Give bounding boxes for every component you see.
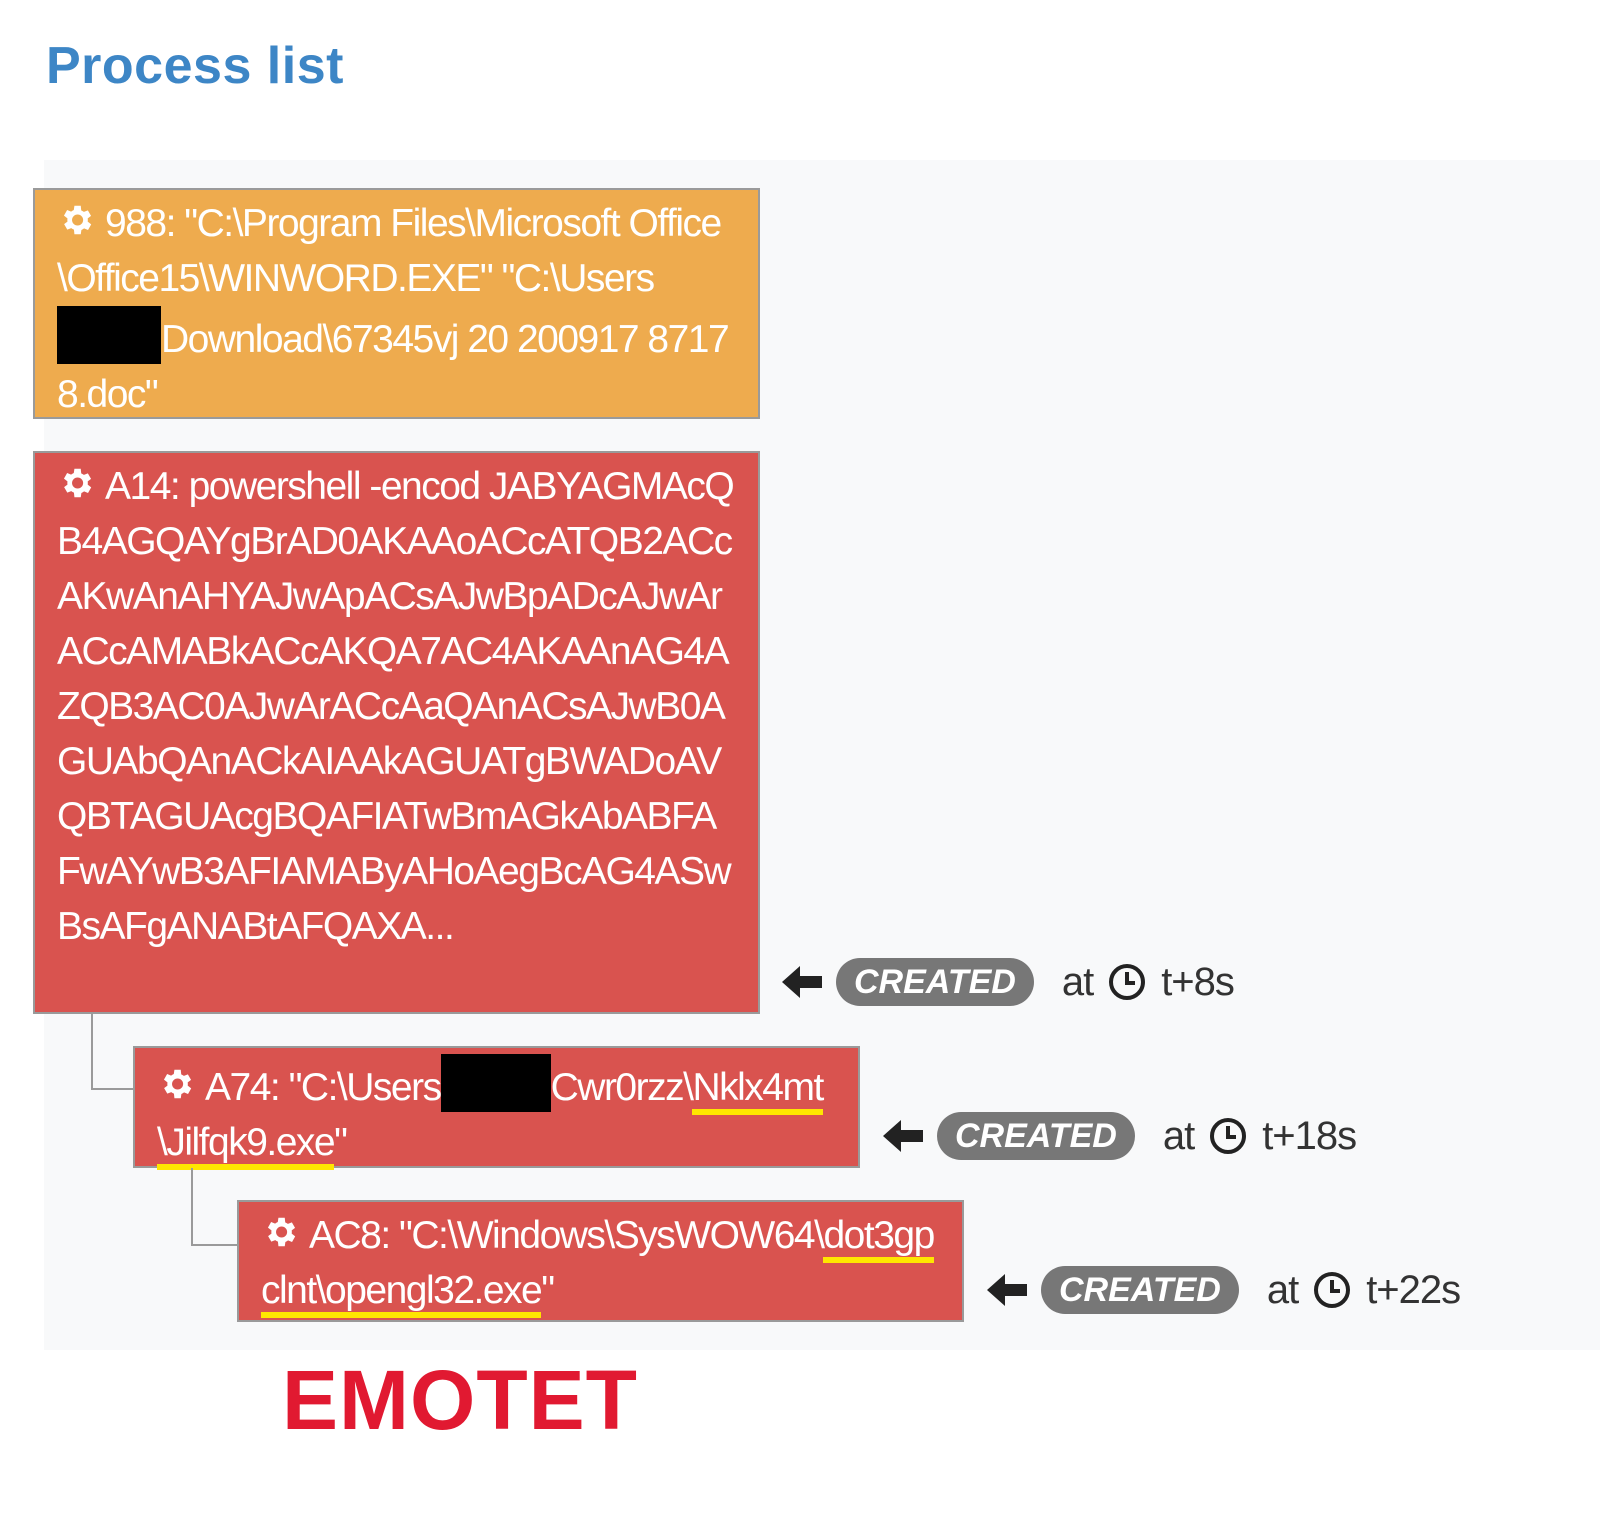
event-created-AC8: CREATED at t+22s (987, 1266, 1461, 1314)
page-title: Process list (46, 37, 344, 95)
gear-icon (63, 468, 92, 498)
tree-connector (91, 1014, 135, 1090)
gear-icon (267, 1217, 296, 1247)
created-badge: CREATED (1041, 1266, 1239, 1314)
process-node-AC8[interactable]: AC8: "C:\Windows\SysWOW64\dot3gpclnt\ope… (237, 1200, 964, 1322)
event-time: t+18s (1262, 1113, 1357, 1158)
event-created-A74: CREATED at t+18s (883, 1112, 1357, 1160)
created-badge: CREATED (937, 1112, 1135, 1160)
process-command-end: " (541, 1269, 555, 1312)
event-at-label: at (1266, 1267, 1299, 1312)
highlighted-path-part: Nklx (692, 1066, 764, 1115)
arrow-left-icon (987, 1274, 1027, 1306)
process-node-A74[interactable]: A74: "C:\Users Cwr0rzz\Nklx4mt\Jilfqk9.ex… (133, 1046, 860, 1170)
process-node-988[interactable]: 988: "C:\Program Files\Microsoft Office\… (33, 188, 760, 419)
process-command: "C:\Users (288, 1066, 443, 1109)
gear-icon (63, 205, 92, 235)
highlighted-path-part: t3gpclnt\opengl32.exe (261, 1214, 935, 1318)
clock-icon (1109, 964, 1146, 1000)
event-time: t+22s (1366, 1267, 1461, 1312)
process-pid: A74: (205, 1066, 281, 1109)
event-time: t+8s (1161, 959, 1235, 1004)
tree-connector (191, 1168, 239, 1246)
highlighted-path-part: 4mt\Jilfqk9.exe (157, 1066, 824, 1170)
process-command: "C:\Program Files\Microsoft Office\Offic… (57, 202, 722, 300)
process-command: powershell -encod JABYAGMAcQB4AGQAYgBrAD… (57, 465, 735, 948)
clock-icon (1210, 1118, 1247, 1154)
gear-icon (163, 1069, 192, 1099)
event-created-A14: CREATED at t+8s (782, 958, 1235, 1006)
malware-annotation: EMOTET (282, 1353, 638, 1447)
process-command-cont: Cwr0rzz\ (550, 1066, 694, 1109)
process-pid: A14: (105, 465, 181, 508)
created-badge: CREATED (836, 958, 1034, 1006)
arrow-left-icon (782, 966, 822, 998)
process-node-A14[interactable]: A14: powershell -encod JABYAGMAcQB4AGQAY… (33, 451, 760, 1014)
clock-icon (1314, 1272, 1351, 1308)
process-pid: 988: (105, 202, 176, 245)
process-pid: AC8: (309, 1214, 391, 1257)
process-command: "C:\Windows\SysWOW64\ (399, 1214, 825, 1257)
arrow-left-icon (883, 1120, 923, 1152)
event-at-label: at (1061, 959, 1094, 1004)
event-at-label: at (1162, 1113, 1195, 1158)
redaction-block (440, 1054, 551, 1112)
process-command-end: " (334, 1121, 348, 1164)
highlighted-path-part: do (823, 1214, 865, 1263)
redaction-block (57, 306, 161, 364)
process-command-cont: Download\67345vj 20 200917 87178.doc" (57, 318, 730, 416)
